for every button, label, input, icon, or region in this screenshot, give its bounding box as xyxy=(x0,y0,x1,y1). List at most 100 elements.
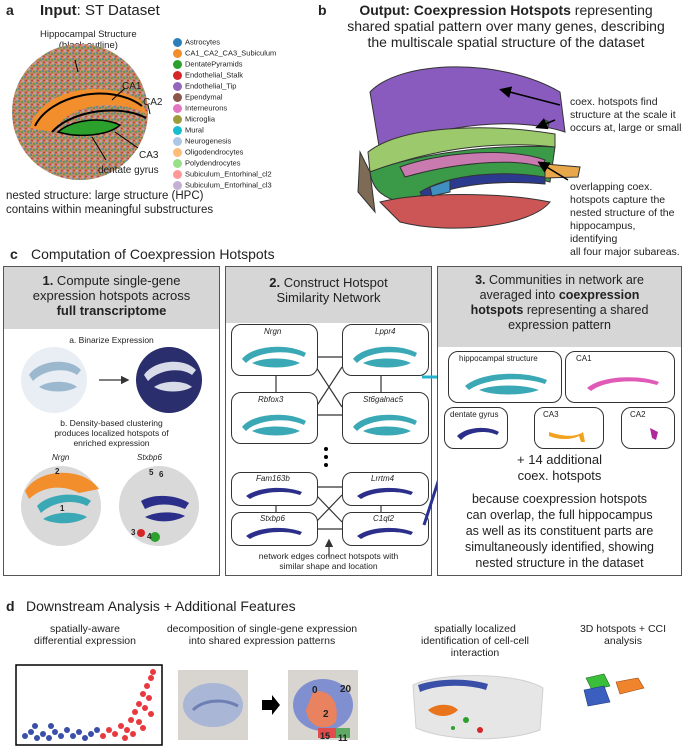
decomp-num-20: 20 xyxy=(340,684,352,695)
st-dataset-image xyxy=(12,44,151,180)
result-label: CA1 xyxy=(576,354,592,363)
hotspot-ca3 xyxy=(544,163,581,179)
decomp-num-11: 11 xyxy=(338,733,348,743)
box1-line1: Compute single-gene xyxy=(53,273,181,288)
decomposition-illustration xyxy=(178,670,358,740)
panel-a-title-rest: : ST Dataset xyxy=(76,2,160,19)
panel-a-title: Input: ST Dataset xyxy=(40,2,160,19)
ca1-label: CA1 xyxy=(122,81,142,92)
network-node: St6galnac5 xyxy=(342,392,429,444)
cluster-num-6: 6 xyxy=(159,470,164,479)
cluster-num-5: 5 xyxy=(149,468,154,477)
hotspot-layer xyxy=(367,127,556,173)
result-label: dentate gyrus xyxy=(450,410,499,419)
network-node: Fam163b xyxy=(231,472,318,506)
node-gene-label: Nrgn xyxy=(264,327,282,336)
box1-line2: expression hotspots across xyxy=(32,288,191,303)
legend-item: Endothelial_Tip xyxy=(173,82,236,91)
panel-a-title-bold: Input xyxy=(40,2,77,19)
result-label: CA3 xyxy=(543,410,559,419)
box1-compute-hotspots: 1. Compute single-gene expression hotspo… xyxy=(3,266,220,576)
cell-type-legend: Astrocytes CA1_CA2_CA3_Subiculum Dentate… xyxy=(173,38,303,190)
legend-item: Subiculum_Entorhinal_cl2 xyxy=(173,170,272,179)
network-node: C1ql2 xyxy=(342,512,429,546)
result-hippocampal-structure: hippocampal structure xyxy=(448,351,562,403)
legend-dot xyxy=(173,60,182,69)
network-node: Lrrtm4 xyxy=(342,472,429,506)
legend-dot xyxy=(173,148,182,157)
coexpression-hotspot-map xyxy=(357,66,581,229)
legend-item: Interneurons xyxy=(173,104,227,113)
panel-d-letter: d xyxy=(6,598,15,614)
node-gene-label: St6galnac5 xyxy=(363,395,404,404)
ca-region xyxy=(30,89,148,132)
legend-dot xyxy=(173,104,182,113)
legend-dot xyxy=(173,49,182,58)
legend-dot xyxy=(173,38,182,47)
panel-b-title-rest: representing xyxy=(570,2,653,18)
box1-num: 1. xyxy=(42,273,54,288)
step-a-label: a. Binarize Expression xyxy=(69,335,154,345)
legend-item: Microglia xyxy=(173,115,215,124)
box1-line3: full transcriptome xyxy=(56,303,167,318)
legend-item: Oligodendrocytes xyxy=(173,148,243,157)
hpc-label-line1: Hippocampal Structure xyxy=(40,29,137,40)
hotspot-red xyxy=(379,194,551,229)
box3-line3a: hotspots xyxy=(470,303,524,317)
result-ca1: CA1 xyxy=(565,351,675,403)
box3-header: 3. Communities in network are averaged i… xyxy=(438,267,681,347)
legend-item: Astrocytes xyxy=(173,38,220,47)
network-node: Stxbp6 xyxy=(231,512,318,546)
node-gene-label: Rbfox3 xyxy=(258,395,284,404)
legend-item: CA1_CA2_CA3_Subiculum xyxy=(173,49,276,58)
ca3-label: CA3 xyxy=(139,150,159,161)
dg-label: dentate gyrus xyxy=(98,165,159,176)
panel-a-caption: nested structure: large structure (HPC) … xyxy=(6,189,213,217)
dentate-gyrus-region xyxy=(56,119,122,137)
result-ca3: CA3 xyxy=(534,407,604,449)
network-node: Nrgn xyxy=(231,324,318,376)
box3-coexpression-hotspots: 3. Communities in network are averaged i… xyxy=(437,266,682,576)
panel-a-letter: a xyxy=(6,2,14,18)
legend-item: Subiculum_Entorhinal_cl3 xyxy=(173,181,272,190)
panel-b-arrows xyxy=(499,86,569,181)
box2-header: 2. Construct Hotspot Similarity Network xyxy=(226,267,431,323)
legend-item: DentatePyramids xyxy=(173,60,243,69)
cluster-num-4: 4 xyxy=(147,532,152,541)
additional-hotspots: + 14 additional coex. hotspots xyxy=(517,452,602,483)
legend-dot xyxy=(173,137,182,146)
box3-line4: expression pattern xyxy=(508,318,611,332)
node-gene-label: Stxbp6 xyxy=(260,514,285,523)
differential-expression-plot xyxy=(15,664,163,746)
cci-map xyxy=(412,675,544,740)
box2-line2: Similarity Network xyxy=(276,290,381,305)
legend-item: Polydendrocytes xyxy=(173,159,240,168)
tissue-circle xyxy=(12,44,148,180)
panel-b-letter: b xyxy=(318,2,327,18)
3d-hotspots-illustration xyxy=(583,673,645,707)
cluster-num-1: 1 xyxy=(60,504,65,513)
binarize-illustration xyxy=(21,347,202,413)
legend-item: Neurogenesis xyxy=(173,137,231,146)
box1-header: 1. Compute single-gene expression hotspo… xyxy=(4,267,219,329)
box2-num: 2. xyxy=(269,275,281,290)
result-label: hippocampal structure xyxy=(459,354,538,363)
decomp-num-2: 2 xyxy=(323,709,329,720)
legend-item: Endothelial_Stalk xyxy=(173,71,243,80)
network-node: Lppr4 xyxy=(342,324,429,376)
decomp-num-0: 0 xyxy=(312,685,318,696)
box2-similarity-network: 2. Construct Hotspot Similarity Network … xyxy=(225,266,432,576)
legend-dot xyxy=(173,93,182,102)
panel-d-title: Downstream Analysis + Additional Feature… xyxy=(26,598,296,614)
box3-line2a: averaged into xyxy=(479,288,559,302)
box2-line1: Construct Hotspot xyxy=(280,275,388,290)
network-edges xyxy=(275,356,382,557)
network-caption: network edges connect hotspots with simi… xyxy=(258,551,399,571)
panel-b-note1: coex. hotspots find structure at the sca… xyxy=(570,96,682,134)
step-b-label: b. Density-based clustering produces loc… xyxy=(54,418,169,448)
network-node: Rbfox3 xyxy=(231,392,318,444)
